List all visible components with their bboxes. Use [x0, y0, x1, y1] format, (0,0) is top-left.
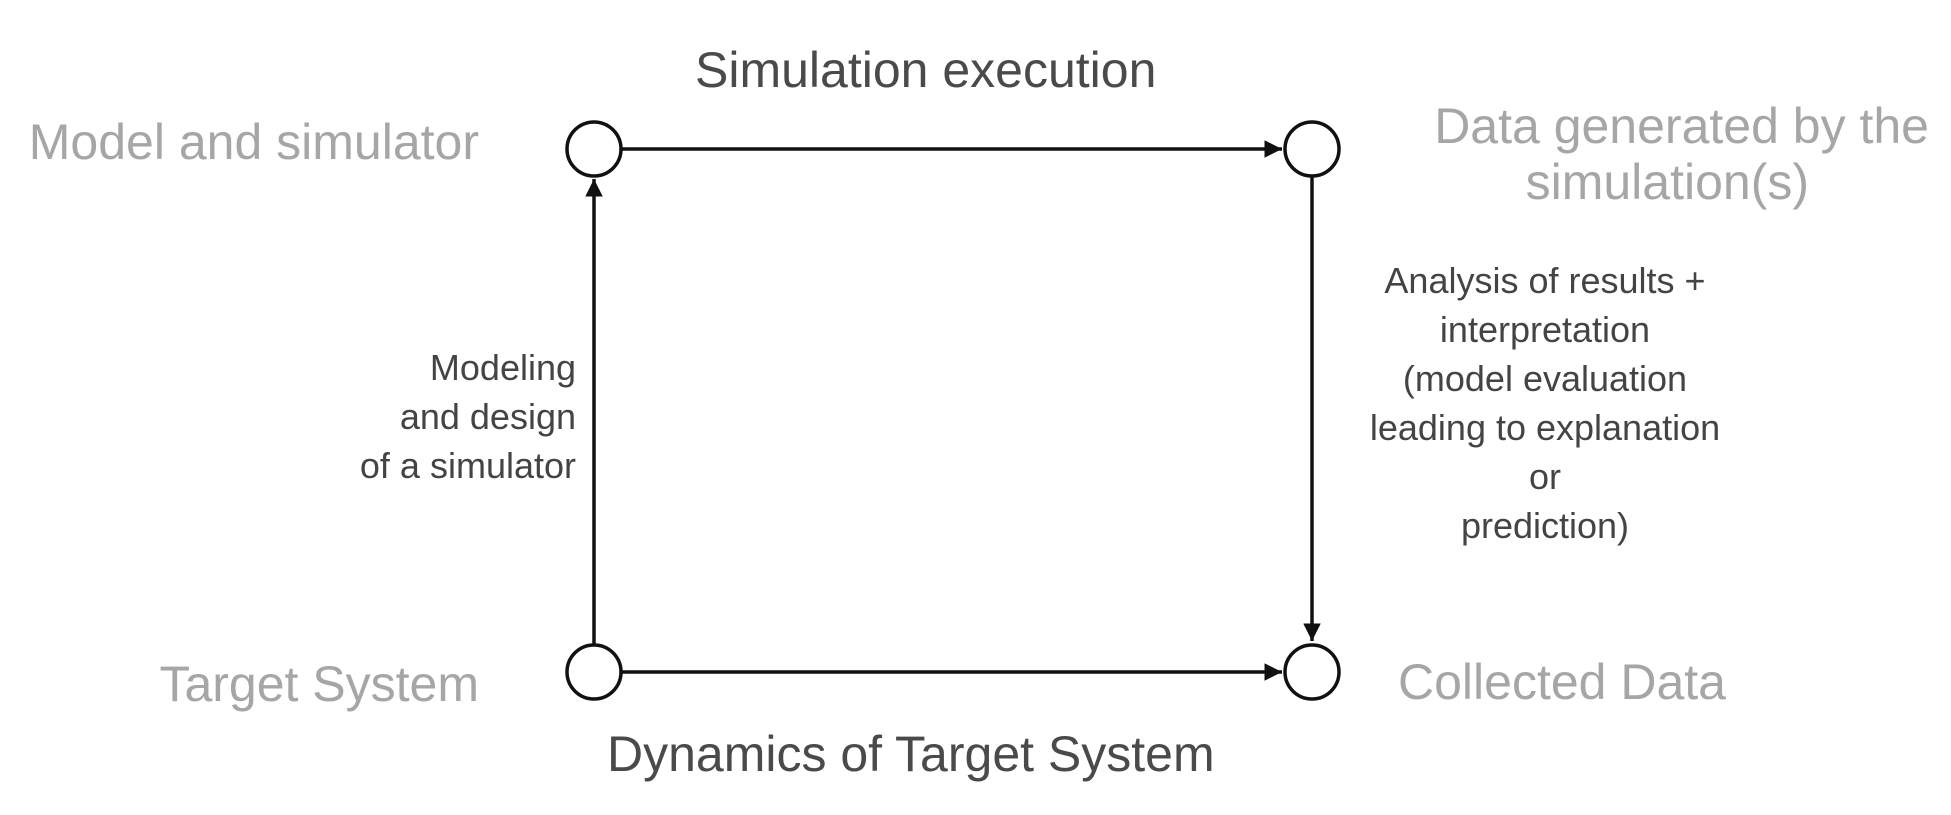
node-model-simulator-circle	[565, 120, 623, 178]
edge-label-analysis-line: leading to explanation	[1369, 406, 1721, 448]
edge-label-analysis-line: or	[1528, 455, 1561, 497]
edge-label-analysis-line: prediction)	[1460, 504, 1630, 546]
edge-label-dynamics-target: Dynamics of Target System	[607, 726, 1215, 782]
edge-label-analysis: Analysis of results + interpretation (mo…	[1370, 257, 1720, 551]
edge-label-modeling-line: of a simulator	[359, 444, 576, 486]
node-label-target-system: Target System	[159, 656, 479, 712]
edge-label-simulation-execution: Simulation execution	[695, 42, 1157, 98]
edge-label-modeling-line: and design	[399, 395, 576, 437]
node-label-model-simulator: Model and simulator	[28, 114, 479, 170]
node-label-data-generated: Data generated by the simulation(s)	[1434, 98, 1929, 210]
edge-label-analysis-line: Analysis of results +	[1384, 260, 1706, 301]
node-target-system-circle	[565, 643, 623, 701]
node-label-data-generated-line1: Data generated by the	[1434, 98, 1929, 154]
node-label-collected-data: Collected Data	[1398, 654, 1726, 710]
edge-label-analysis-line: (model evaluation	[1402, 357, 1688, 399]
node-collected-data-circle	[1283, 643, 1341, 701]
edge-label-modeling-line: Modeling	[429, 347, 576, 388]
node-label-data-generated-line2: simulation(s)	[1525, 154, 1809, 210]
edge-label-modeling: Modeling and design of a simulator	[360, 344, 576, 491]
edge-label-analysis-line: interpretation	[1439, 308, 1651, 350]
node-data-generated-circle	[1283, 120, 1341, 178]
